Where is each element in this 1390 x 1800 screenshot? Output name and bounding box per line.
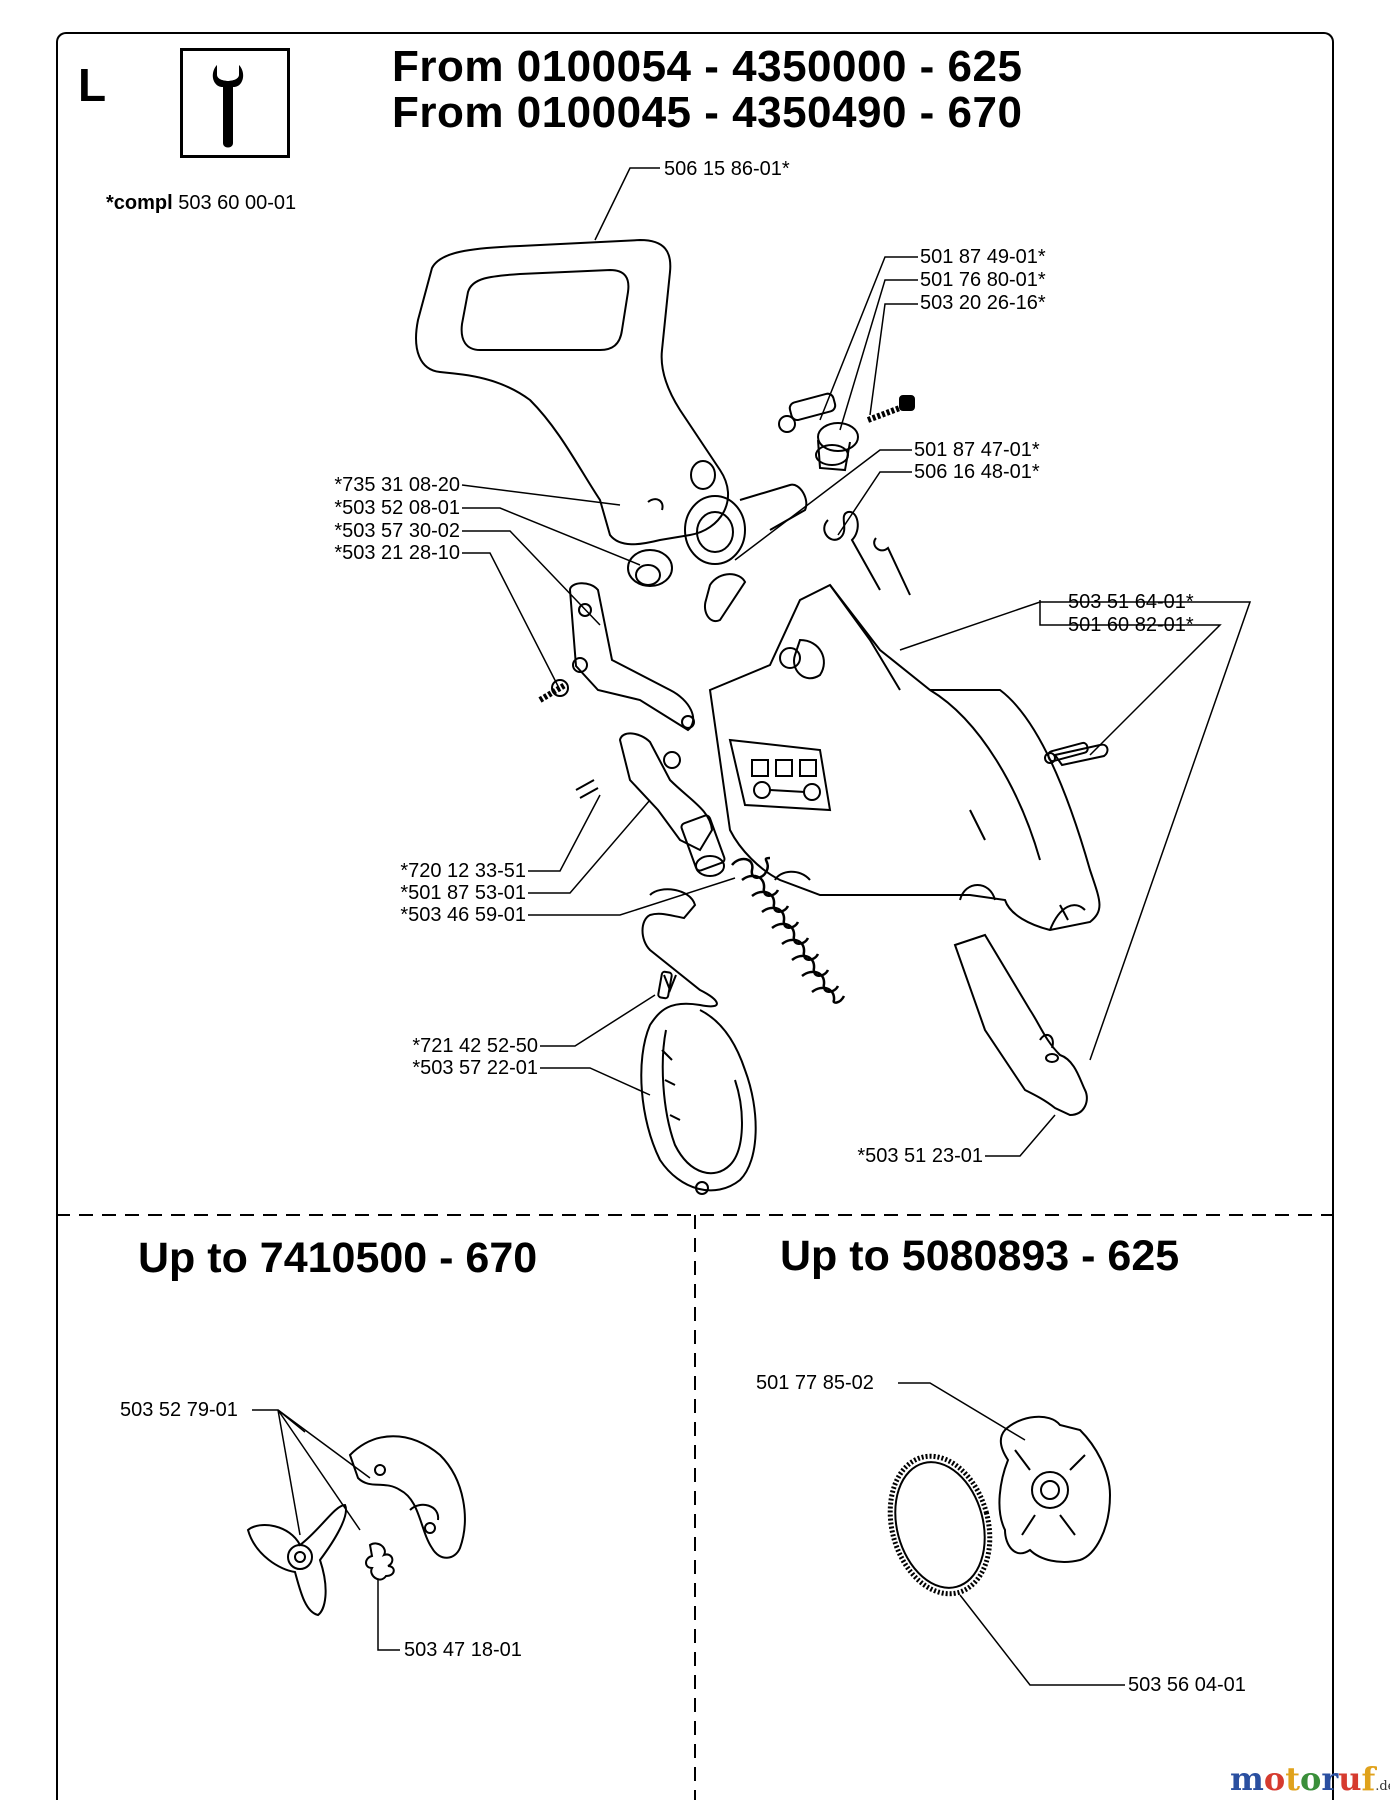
logo-letters: motoruf	[1230, 1760, 1375, 1798]
logo-letter: t	[1285, 1760, 1300, 1798]
brake-bracket	[538, 582, 695, 732]
left-section-title: Up to 7410500 - 670	[138, 1234, 538, 1282]
part-label: *503 57 30-02	[334, 520, 460, 542]
part-label: *503 57 22-01	[412, 1057, 538, 1079]
brake-band	[640, 888, 757, 1195]
part-label: 503 47 18-01	[404, 1639, 522, 1661]
logo-letter: u	[1338, 1760, 1362, 1798]
chain-brake-handle	[415, 238, 808, 565]
part-label: *503 52 08-01	[334, 497, 460, 519]
part-label: 501 60 82-01*	[1068, 614, 1194, 636]
small-fasteners-left	[627, 498, 747, 623]
compl-note-number: 503 60 00-01	[178, 192, 297, 214]
compression-spring	[731, 856, 846, 1004]
part-label: *501 87 53-01	[400, 882, 526, 904]
logo-letter: m	[1230, 1760, 1264, 1798]
clutch-cover	[708, 583, 1109, 932]
compl-note-bold: *compl	[106, 192, 173, 214]
brake-latch	[575, 732, 726, 877]
part-label: 503 20 26-16*	[920, 292, 1046, 314]
part-label: *503 21 28-10	[334, 542, 460, 564]
logo-letter: f	[1361, 1760, 1376, 1798]
part-label: *720 12 33-51	[400, 860, 526, 882]
wrench-icon	[180, 48, 290, 158]
part-label: *721 42 52-50	[412, 1035, 538, 1057]
left-clutch-art	[246, 1409, 466, 1651]
part-label: *503 51 23-01	[857, 1145, 983, 1167]
title-line-1: From 0100054 - 4350000 - 625	[392, 42, 1023, 91]
part-label: 501 76 80-01*	[920, 269, 1046, 291]
guard-plate	[953, 933, 1088, 1117]
part-label: 503 52 79-01	[120, 1399, 238, 1421]
part-label: 501 77 85-02	[756, 1372, 874, 1394]
part-label: 503 51 64-01*	[1068, 591, 1194, 613]
right-clutch-art	[887, 1382, 1125, 1686]
logo-letter: r	[1321, 1760, 1339, 1798]
title-line-2: From 0100045 - 4350490 - 670	[392, 88, 1023, 137]
part-label: 506 15 86-01*	[664, 158, 790, 180]
part-label: 501 87 49-01*	[920, 246, 1046, 268]
diagram-frame	[56, 32, 1334, 1800]
section-letter: L	[78, 59, 107, 111]
part-label: *735 31 08-20	[334, 474, 460, 496]
logo-letter: o	[1299, 1760, 1322, 1798]
pin-right	[1044, 741, 1089, 764]
part-label: *503 46 59-01	[400, 904, 526, 926]
part-label: 503 56 04-01	[1128, 1674, 1246, 1696]
part-label: 506 16 48-01*	[914, 461, 1040, 483]
logo-suffix: .de	[1375, 1779, 1390, 1794]
right-section-title: Up to 5080893 - 625	[780, 1232, 1180, 1280]
motoruf-logo: motoruf.de	[1230, 1760, 1390, 1798]
part-label: 501 87 47-01*	[914, 439, 1040, 461]
leader-lines-main	[461, 167, 1252, 1157]
compl-note: *compl 503 60 00-01	[106, 192, 296, 214]
bolt-bushing-group	[778, 392, 915, 472]
springs-pair	[823, 510, 911, 596]
logo-letter: o	[1263, 1760, 1286, 1798]
